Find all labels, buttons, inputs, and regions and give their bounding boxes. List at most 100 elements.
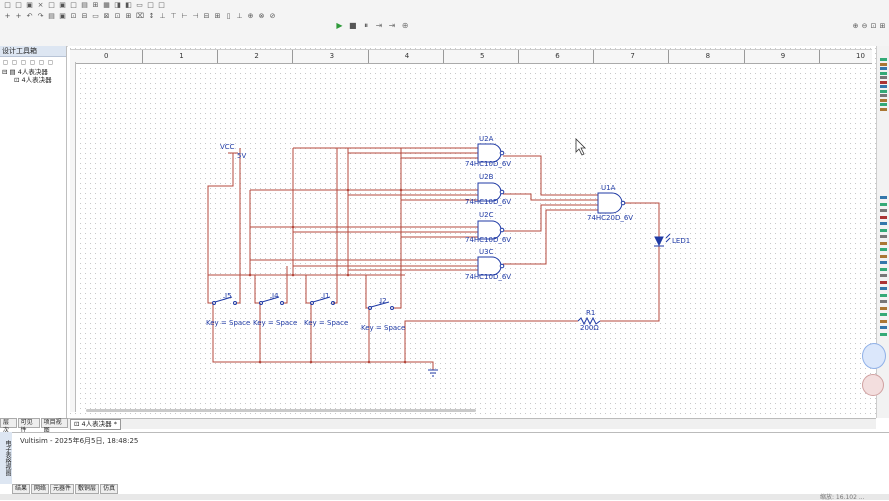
- toolbar-button[interactable]: ⊟: [81, 12, 88, 20]
- zoom-button[interactable]: ⊞: [879, 22, 886, 30]
- instrument-icon[interactable]: [880, 196, 887, 199]
- toolbar-button[interactable]: ▣: [59, 1, 66, 9]
- tab-schematic[interactable]: ⊡ 4人表决器 *: [70, 419, 121, 430]
- toolbar-button[interactable]: ⊟: [203, 12, 210, 20]
- toolbar-button[interactable]: □: [147, 1, 154, 9]
- instrument-icon[interactable]: [880, 293, 887, 297]
- instrument-icon[interactable]: [880, 235, 887, 238]
- instrument-icon[interactable]: [880, 85, 887, 88]
- instrument-icon[interactable]: [880, 319, 887, 323]
- toolbar-button[interactable]: ↷: [37, 12, 44, 20]
- output-tab[interactable]: 元器件: [50, 484, 75, 494]
- panel-tab[interactable]: 可见性: [17, 418, 40, 434]
- floating-sim-button[interactable]: [862, 343, 886, 369]
- switch-j5[interactable]: [212, 296, 237, 305]
- instrument-icon[interactable]: [880, 332, 887, 336]
- instrument-icon[interactable]: [880, 280, 887, 284]
- toolbar-button[interactable]: ▤: [48, 12, 55, 20]
- toolbar-button[interactable]: ▣: [26, 1, 33, 9]
- panel-tool-button[interactable]: ▢: [11, 59, 18, 66]
- toolbar-button[interactable]: ↕: [148, 12, 155, 20]
- instrument-icon[interactable]: [880, 274, 887, 277]
- sim-control-button[interactable]: ▶: [336, 21, 343, 30]
- instrument-icon[interactable]: [880, 215, 887, 219]
- toolbar-button[interactable]: ↶: [26, 12, 33, 20]
- switch-j4[interactable]: [259, 296, 284, 305]
- output-tab[interactable]: 敷铜层: [75, 484, 100, 494]
- toolbar-button[interactable]: ⊞: [125, 12, 132, 20]
- instrument-icon[interactable]: [880, 248, 887, 251]
- toolbar-button[interactable]: ◧: [125, 1, 132, 9]
- instrument-icon[interactable]: [880, 76, 887, 79]
- toolbar-button[interactable]: ⊥: [159, 12, 166, 20]
- instrument-icon[interactable]: [880, 287, 887, 290]
- horizontal-scrollbar[interactable]: [86, 409, 476, 412]
- instrument-icon[interactable]: [880, 80, 887, 84]
- instrument-icon[interactable]: [880, 261, 887, 264]
- output-tab[interactable]: 结果: [12, 484, 31, 494]
- toolbar-button[interactable]: ▯: [226, 12, 231, 20]
- instrument-icon[interactable]: [880, 254, 887, 258]
- instrument-icon[interactable]: [880, 202, 887, 206]
- toolbar-button[interactable]: ⊤: [170, 12, 177, 20]
- assistant-avatar[interactable]: [862, 374, 884, 396]
- toolbar-button[interactable]: □: [48, 1, 55, 9]
- sim-control-button[interactable]: ⊕: [401, 21, 409, 30]
- toolbar-button[interactable]: ▣: [59, 12, 66, 20]
- panel-tool-button[interactable]: ▢: [20, 59, 27, 66]
- instrument-icon[interactable]: [880, 58, 887, 61]
- toolbar-button[interactable]: ⌧: [136, 12, 145, 20]
- toolbar-button[interactable]: ⊕: [247, 12, 254, 20]
- toolbar-button[interactable]: ×: [37, 1, 44, 9]
- toolbar-button[interactable]: ⊡: [70, 12, 77, 20]
- instrument-icon[interactable]: [880, 306, 887, 310]
- instrument-icon[interactable]: [880, 300, 887, 303]
- panel-tool-button[interactable]: ▢: [2, 59, 9, 66]
- instrument-icon[interactable]: [880, 94, 887, 97]
- toolbar-button[interactable]: ▭: [136, 1, 143, 9]
- toolbar-button[interactable]: □: [15, 1, 22, 9]
- instrument-icon[interactable]: [880, 222, 887, 225]
- panel-tab[interactable]: 项目视图: [40, 418, 68, 434]
- instrument-icon[interactable]: [880, 62, 887, 66]
- toolbar-button[interactable]: ⊥: [236, 12, 243, 20]
- panel-tab[interactable]: 层次: [0, 418, 17, 434]
- instrument-icon[interactable]: [880, 241, 887, 245]
- switch-j2[interactable]: [368, 301, 394, 310]
- instrument-icon[interactable]: [880, 103, 887, 106]
- output-tab[interactable]: 网络: [31, 484, 50, 494]
- instrument-icon[interactable]: [880, 98, 887, 102]
- toolbar-button[interactable]: ◨: [114, 1, 121, 9]
- toolbar-button[interactable]: ⊢: [181, 12, 188, 20]
- toolbar-button[interactable]: ▭: [92, 12, 99, 20]
- panel-tool-button[interactable]: ▢: [47, 59, 54, 66]
- sim-control-button[interactable]: ⇥: [388, 21, 396, 30]
- zoom-button[interactable]: ⊕: [852, 22, 859, 30]
- instrument-icon[interactable]: [880, 326, 887, 329]
- instrument-icon[interactable]: [880, 107, 887, 111]
- tree-child[interactable]: ⊡ 4人表决器: [2, 76, 52, 84]
- instrument-icon[interactable]: [880, 67, 887, 70]
- toolbar-button[interactable]: ⊣: [192, 12, 199, 20]
- toolbar-button[interactable]: □: [4, 1, 11, 9]
- output-tab[interactable]: 仿真: [100, 484, 119, 494]
- instrument-icon[interactable]: [880, 71, 887, 75]
- instrument-icon[interactable]: [880, 228, 887, 232]
- toolbar-button[interactable]: ▦: [103, 1, 110, 9]
- zoom-button[interactable]: ⊖: [861, 22, 868, 30]
- zoom-button[interactable]: ⊡: [870, 22, 877, 30]
- toolbar-button[interactable]: □: [158, 1, 165, 9]
- toolbar-button[interactable]: +: [15, 12, 22, 20]
- instrument-icon[interactable]: [880, 267, 887, 271]
- sim-control-button[interactable]: ■: [349, 21, 357, 30]
- panel-tool-button[interactable]: ▢: [38, 59, 45, 66]
- toolbar-button[interactable]: ⊠: [103, 12, 110, 20]
- panel-tool-button[interactable]: ▢: [29, 59, 36, 66]
- toolbar-button[interactable]: ▤: [81, 1, 88, 9]
- toolbar-button[interactable]: +: [4, 12, 11, 20]
- sim-control-button[interactable]: ⏸: [364, 21, 369, 30]
- tree-root[interactable]: ⊟ ▤ 4人表决器: [2, 68, 48, 76]
- toolbar-button[interactable]: ⊘: [269, 12, 276, 20]
- sim-control-button[interactable]: ⇥: [375, 21, 383, 30]
- instrument-icon[interactable]: [880, 209, 887, 212]
